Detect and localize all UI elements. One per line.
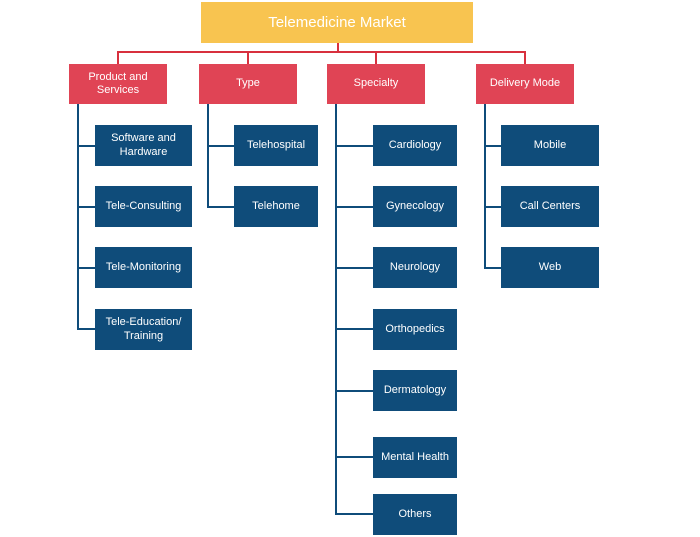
branch-tick xyxy=(484,145,502,147)
category-label: Specialty xyxy=(353,77,399,90)
category-product-and-services: Product and Services xyxy=(69,64,167,104)
leaf-label: Mental Health xyxy=(381,450,449,463)
leaf-label: Dermatology xyxy=(383,383,447,396)
leaf-telehome: Telehome xyxy=(234,186,318,227)
leaf-tele-consulting: Tele-Consulting xyxy=(95,186,192,227)
branch-tick xyxy=(484,206,502,208)
branch-tick xyxy=(335,145,373,147)
leaf-label: Neurology xyxy=(389,260,441,273)
branch-tick xyxy=(335,390,373,392)
category-specialty: Specialty xyxy=(327,64,425,104)
leaf-call-centers: Call Centers xyxy=(501,186,599,227)
leaf-cardiology: Cardiology xyxy=(373,125,457,166)
leaf-label: Cardiology xyxy=(388,138,442,151)
branch-trunk xyxy=(484,104,486,269)
category-label: Product and Services xyxy=(88,70,148,96)
leaf-label: Software and Hardware xyxy=(111,132,176,158)
leaf-neurology: Neurology xyxy=(373,247,457,288)
leaf-label: Telehospital xyxy=(246,138,306,151)
leaf-gynecology: Gynecology xyxy=(373,186,457,227)
category-delivery-mode: Delivery Mode xyxy=(476,64,574,104)
category-type: Type xyxy=(199,64,297,104)
leaf-label: Call Centers xyxy=(519,199,581,212)
leaf-web: Web xyxy=(501,247,599,288)
leaf-mental-health: Mental Health xyxy=(373,437,457,478)
branch-tick xyxy=(335,206,373,208)
branch-tick xyxy=(77,145,95,147)
branch-tick xyxy=(335,328,373,330)
leaf-software-and-hardware: Software and Hardware xyxy=(95,125,192,166)
branch-tick xyxy=(335,513,373,515)
leaf-dermatology: Dermatology xyxy=(373,370,457,411)
leaf-orthopedics: Orthopedics xyxy=(373,309,457,350)
leaf-label: Mobile xyxy=(533,138,567,151)
leaf-mobile: Mobile xyxy=(501,125,599,166)
leaf-tele-education-training: Tele-Education/ Training xyxy=(95,309,192,350)
category-drop xyxy=(117,51,119,64)
category-label: Delivery Mode xyxy=(489,77,561,90)
branch-tick xyxy=(77,328,95,330)
leaf-label: Tele-Monitoring xyxy=(105,260,182,273)
leaf-label: Others xyxy=(398,507,432,520)
branch-tick xyxy=(335,267,373,269)
branch-tick xyxy=(207,206,234,208)
branch-tick xyxy=(77,267,95,269)
branch-tick xyxy=(207,145,234,147)
branch-tick xyxy=(77,206,95,208)
leaf-label: Web xyxy=(538,260,562,273)
branch-tick xyxy=(484,267,502,269)
leaf-label: Telehome xyxy=(252,199,300,212)
leaf-label: Tele-Education/ Training xyxy=(105,316,182,342)
root-stem xyxy=(337,43,339,52)
leaf-tele-monitoring: Tele-Monitoring xyxy=(95,247,192,288)
category-bus xyxy=(118,51,526,53)
branch-trunk xyxy=(207,104,209,208)
root-label: Telemedicine Market xyxy=(268,13,406,31)
category-label: Type xyxy=(236,77,260,90)
leaf-label: Gynecology xyxy=(385,199,445,212)
branch-trunk xyxy=(335,104,337,515)
category-drop xyxy=(375,51,377,64)
leaf-telehospital: Telehospital xyxy=(234,125,318,166)
category-drop xyxy=(524,51,526,64)
branch-trunk xyxy=(77,104,79,330)
leaf-others: Others xyxy=(373,494,457,535)
leaf-label: Orthopedics xyxy=(385,322,445,335)
branch-tick xyxy=(335,456,373,458)
leaf-label: Tele-Consulting xyxy=(105,199,182,212)
category-drop xyxy=(247,51,249,64)
root-node: Telemedicine Market xyxy=(201,2,473,43)
